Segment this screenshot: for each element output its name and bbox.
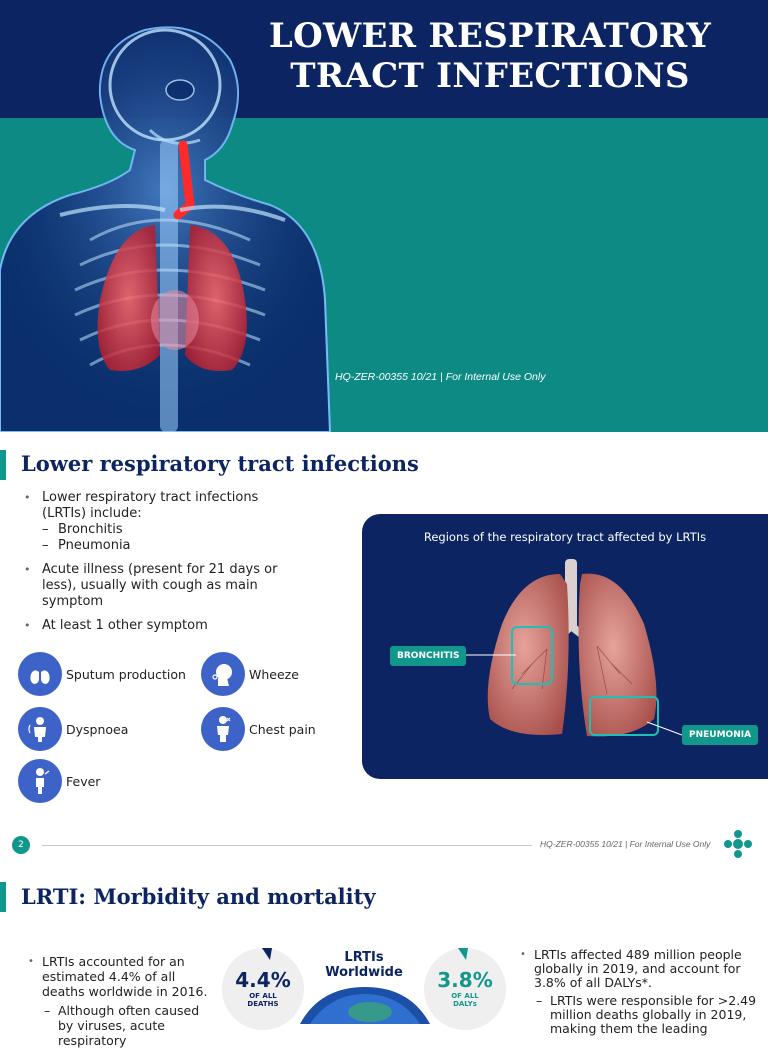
- bullet-text: Lower respiratory tract infections (LRTI…: [42, 490, 259, 521]
- deaths-label-2: DEATHS: [247, 1000, 279, 1008]
- chest-pain-person-icon: [201, 707, 245, 751]
- worldwide-heading-line2: Worldwide: [325, 965, 403, 980]
- footer-document-code: HQ-ZER-00355 10/21 | For Internal Use On…: [540, 839, 711, 849]
- symptom-chest-pain: Chest pain: [201, 707, 316, 751]
- symptom-label: Chest pain: [249, 721, 316, 737]
- symptom-label: Wheeze: [249, 666, 299, 682]
- deaths-percent: 4.4%: [235, 968, 291, 992]
- dalys-bullets: LRTIs affected 489 million people global…: [520, 948, 760, 1036]
- diagram-title: Regions of the respiratory tract affecte…: [423, 530, 707, 544]
- title-accent-bar: [0, 882, 6, 912]
- sub-bullet-viruses: Although often caused by viruses, acute …: [28, 1003, 218, 1048]
- worldwide-heading-line1: LRTIs: [344, 950, 384, 965]
- deaths-bullets: LRTIs accounted for an estimated 4.4% of…: [28, 954, 218, 1048]
- bullet-dalys: LRTIs affected 489 million people global…: [520, 948, 760, 990]
- slide-title: LRTI: Morbidity and mortality: [21, 884, 376, 909]
- overview-bullets: Lower respiratory tract infections (LRTI…: [24, 490, 294, 642]
- pneumonia-label: PNEUMONIA: [682, 725, 759, 745]
- page-number: 2: [12, 836, 30, 854]
- symptom-label: Sputum production: [66, 666, 186, 682]
- symptom-sputum: Sputum production: [18, 652, 186, 696]
- fever-person-icon: [18, 759, 62, 803]
- title-accent-bar: [0, 450, 6, 480]
- bullet-acute-illness: Acute illness (present for 21 days or le…: [24, 562, 294, 610]
- lungs-icon: [18, 652, 62, 696]
- footer-divider: [42, 845, 532, 846]
- wheezing-head-icon: [201, 652, 245, 696]
- sub-bullet-bronchitis: Bronchitis: [42, 522, 294, 538]
- globe-illustration: [300, 987, 430, 1024]
- company-logo-icon: [724, 830, 752, 858]
- bronchitis-label: BRONCHITIS: [390, 646, 467, 666]
- sub-bullet-global-deaths: LRTIs were responsible for >2.49 million…: [520, 994, 760, 1036]
- lungs-illustration: [456, 559, 683, 737]
- symptom-label: Fever: [66, 773, 101, 789]
- cover-document-code: HQ-ZER-00355 10/21 | For Internal Use On…: [335, 371, 546, 383]
- bullet-deaths: LRTIs accounted for an estimated 4.4% of…: [28, 954, 218, 999]
- breathless-person-icon: [18, 707, 62, 751]
- respiratory-tract-diagram: Regions of the respiratory tract affecte…: [362, 514, 768, 779]
- dalys-label-1: OF ALL: [451, 992, 479, 1000]
- dalys-arc-marker: [458, 948, 468, 960]
- dalys-percent: 3.8%: [437, 968, 493, 992]
- symptom-label: Dyspnoea: [66, 721, 129, 737]
- dalys-stat-circle: 3.8% OF ALL DALYs: [424, 948, 506, 1030]
- cover-slide: LOWER RESPIRATORY TRACT INFECTIONS HQ-ZE…: [0, 0, 768, 433]
- cover-title-line2: TRACT INFECTIONS: [290, 56, 690, 96]
- deaths-stat-circle: 4.4% OF ALL DEATHS: [222, 948, 304, 1030]
- symptom-fever: Fever: [18, 759, 100, 803]
- deaths-arc-marker: [262, 948, 272, 960]
- bullet-definition: Lower respiratory tract infections (LRTI…: [24, 490, 294, 554]
- morbidity-mortality-slide: LRTI: Morbidity and mortality LRTIs acco…: [0, 864, 768, 1048]
- deaths-label-1: OF ALL: [249, 992, 277, 1000]
- cover-title-line1: LOWER RESPIRATORY: [268, 16, 712, 56]
- symptom-dyspnoea: Dyspnoea: [18, 707, 128, 751]
- worldwide-heading: LRTIs Worldwide: [322, 950, 406, 980]
- xray-body-illustration: [0, 26, 332, 433]
- dalys-label-2: DALYs: [453, 1000, 477, 1008]
- symptom-wheeze: Wheeze: [201, 652, 299, 696]
- sub-bullet-pneumonia: Pneumonia: [42, 538, 294, 554]
- bullet-other-symptom: At least 1 other symptom: [24, 618, 294, 634]
- slide-title: Lower respiratory tract infections: [21, 451, 419, 476]
- cover-title: LOWER RESPIRATORY TRACT INFECTIONS: [250, 16, 730, 96]
- lrti-overview-slide: Lower respiratory tract infections Lower…: [0, 432, 768, 864]
